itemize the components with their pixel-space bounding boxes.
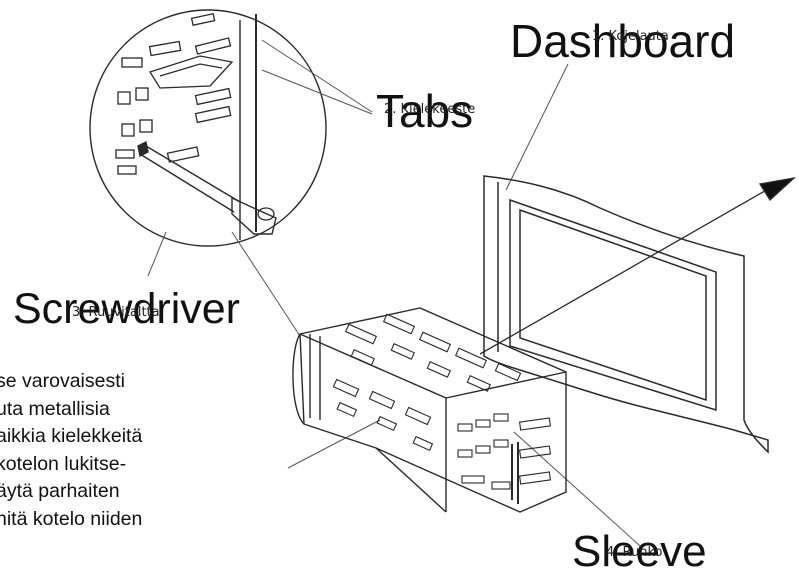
magnified-tabs-inset: [89, 9, 327, 247]
tabs-sub-label: 2. Kielekeeste: [384, 102, 476, 117]
screwdriver-sub-label: 3. Ruuvitaltta: [72, 305, 160, 320]
dashboard-sub-label: 1. Kojelauta: [592, 29, 669, 44]
dashboard-label: Dashboard: [510, 15, 736, 67]
tabs-label: Tabs: [376, 85, 474, 137]
dashboard-frame: [483, 175, 769, 454]
instruction-line: uta metallisia: [0, 397, 110, 420]
sleeve-label: Sleeve: [572, 527, 707, 576]
sleeve-sub-label: 4. Runko: [606, 545, 663, 560]
instruction-line: aikkia kielekkeitä: [0, 425, 143, 447]
leader-lines: [147, 39, 641, 547]
mounting-sleeve: [292, 307, 567, 513]
screwdriver-label: Screwdriver: [13, 285, 240, 333]
instruction-line: se varovaisesti: [0, 370, 125, 392]
instruction-line: nitä kotelo niiden: [0, 507, 143, 530]
insertion-arrow: [479, 176, 797, 355]
instruction-text: se varovaisesti uta metallisia aikkia ki…: [0, 368, 142, 533]
instruction-line: kotelon lukitse-: [0, 452, 127, 475]
instruction-line: äytä parhaiten: [0, 480, 120, 502]
